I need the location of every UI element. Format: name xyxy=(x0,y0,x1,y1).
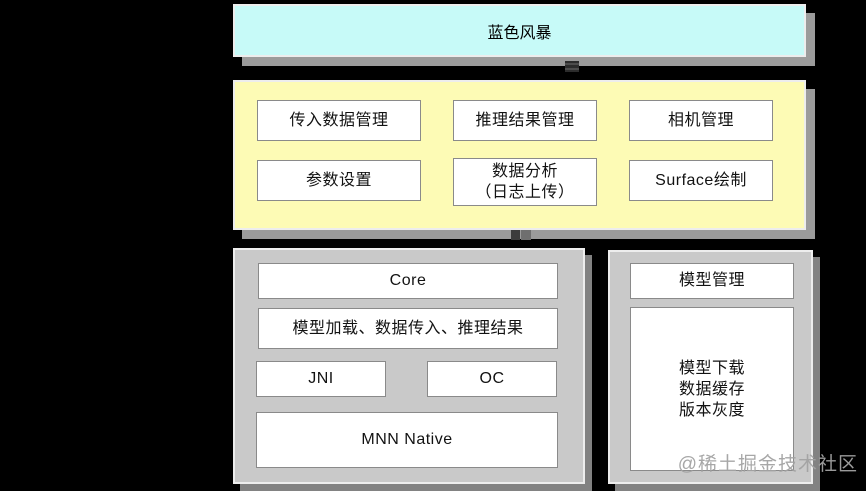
module-sublabel: （日志上传） xyxy=(475,184,575,201)
module-label: 模型加载、数据传入、推理结果 xyxy=(292,319,524,337)
module-box-surface-drawing: Surface绘制 xyxy=(629,160,773,201)
module-box-input-data-management: 传入数据管理 xyxy=(257,100,421,141)
connector-bar xyxy=(565,67,579,70)
connector-mark-middle-right xyxy=(521,230,531,240)
module-line: 版本灰度 xyxy=(678,401,745,419)
module-box-model-functions: 模型下载 数据缓存 版本灰度 xyxy=(630,307,794,471)
blue-storm-panel: 蓝色风暴 xyxy=(233,4,806,57)
module-box-oc: OC xyxy=(427,361,557,397)
module-box-core: Core xyxy=(258,263,558,299)
module-label: 数据分析 xyxy=(491,163,558,180)
module-label: 传入数据管理 xyxy=(289,111,389,129)
connector-mark-top xyxy=(565,61,579,72)
module-line: 数据缓存 xyxy=(678,380,745,398)
module-box-camera-management: 相机管理 xyxy=(629,100,773,141)
module-label: MNN Native xyxy=(361,431,453,448)
module-box-data-analysis: 数据分析 （日志上传） xyxy=(453,158,597,206)
module-box-model-load-data-inference: 模型加载、数据传入、推理结果 xyxy=(258,308,558,349)
module-box-model-management: 模型管理 xyxy=(630,263,794,299)
module-label: OC xyxy=(479,370,505,387)
module-label: 参数设置 xyxy=(305,171,372,189)
connector-mark-middle-left xyxy=(511,230,520,240)
module-box-inference-result-management: 推理结果管理 xyxy=(453,100,597,141)
module-box-parameter-settings: 参数设置 xyxy=(257,160,421,201)
module-label: 相机管理 xyxy=(667,111,734,129)
watermark: @稀土掘金技术社区 xyxy=(677,454,858,475)
module-label: JNI xyxy=(308,370,334,387)
module-line: 模型下载 xyxy=(678,359,745,377)
module-label: 推理结果管理 xyxy=(475,111,575,129)
connector-bar xyxy=(565,63,579,66)
module-label: Core xyxy=(389,272,427,289)
module-box-jni: JNI xyxy=(256,361,386,397)
module-box-mnn-native: MNN Native xyxy=(256,412,558,468)
module-label: Surface绘制 xyxy=(655,171,747,189)
module-label: 模型管理 xyxy=(678,272,745,289)
blue-storm-label: 蓝色风暴 xyxy=(487,24,552,42)
